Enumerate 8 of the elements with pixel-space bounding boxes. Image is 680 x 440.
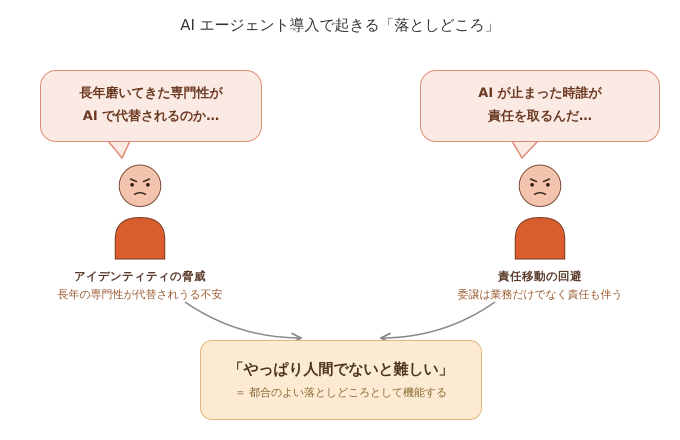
result-box: 「やっぱり人間でないと難しい」 ＝ 都合のよい落としどころとして機能する bbox=[200, 340, 482, 420]
speech-bubble: 長年磨いてきた専門性がAI で代替されるのか… bbox=[40, 70, 262, 142]
diagram-title: AI エージェント導入で起きる「落としどころ」 bbox=[179, 16, 501, 35]
person-caption: 長年の専門性が代替されうる不安 bbox=[58, 287, 222, 302]
person-caption: 委譲は業務だけでなく責任も伴う bbox=[458, 287, 622, 302]
person-heading: 責任移動の回避 bbox=[498, 269, 582, 284]
speech-bubble: AI が止まった時誰が責任を取るんだ… bbox=[420, 70, 660, 142]
person-heading: アイデンティティの脅威 bbox=[74, 269, 206, 284]
